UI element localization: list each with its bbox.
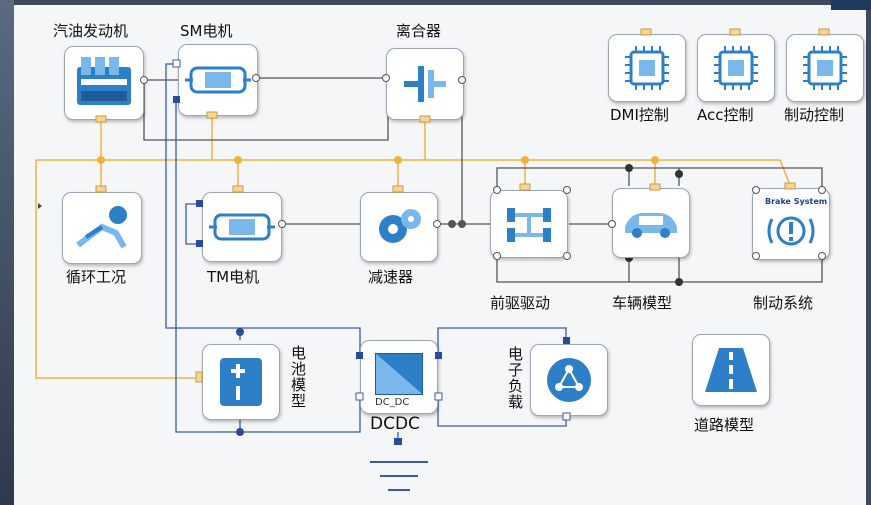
signal-brake xyxy=(779,159,791,186)
electrical-lines xyxy=(165,63,567,444)
vehicle-block[interactable] xyxy=(612,188,690,258)
battery-label: 电池模型 xyxy=(289,345,307,409)
road-icon xyxy=(705,348,757,392)
engine-label: 汽油发动机 xyxy=(53,22,129,40)
sm-motor-block[interactable] xyxy=(178,44,258,116)
junction-dots xyxy=(38,156,683,445)
elec-sm-low xyxy=(175,100,361,433)
front-drive-block[interactable] xyxy=(490,190,568,258)
network-icon xyxy=(547,358,591,402)
chip-icon xyxy=(625,46,669,90)
axle-icon xyxy=(507,208,551,242)
road-label: 道路模型 xyxy=(694,416,755,434)
car-icon xyxy=(625,213,677,238)
elec-sm xyxy=(165,63,361,352)
dmi-control-block[interactable] xyxy=(608,34,686,102)
background-left xyxy=(0,0,14,505)
dcdc-block[interactable]: DC_DC xyxy=(360,340,438,414)
brake-system-inner-text: Brake System xyxy=(765,197,828,206)
mech-bottom-loop xyxy=(496,256,823,283)
motor-icon xyxy=(185,66,251,94)
cycle-label: 循环工况 xyxy=(66,268,127,286)
driver-icon xyxy=(76,206,127,249)
elec-dcdc-load-low xyxy=(437,398,567,427)
dcdc-icon xyxy=(375,353,423,395)
brake-system-label: 制动系统 xyxy=(753,294,814,312)
reducer-label: 减速器 xyxy=(368,268,414,286)
dmi-control-label: DMI控制 xyxy=(610,106,669,124)
battery-block[interactable] xyxy=(202,344,280,420)
brake-control-block[interactable] xyxy=(786,34,864,102)
reducer-block[interactable] xyxy=(360,192,438,262)
corner-accent xyxy=(831,0,871,10)
clutch-block[interactable] xyxy=(386,48,464,120)
cycle-block[interactable] xyxy=(62,192,142,264)
chip-icon xyxy=(803,46,847,90)
acc-control-block[interactable] xyxy=(697,34,775,102)
signal-to-battery xyxy=(35,160,200,379)
dcdc-label: DCDC xyxy=(370,414,420,434)
sm-motor-label: SM电机 xyxy=(180,22,233,40)
vehicle-label: 车辆模型 xyxy=(612,294,673,312)
electronic-load-label: 电子负载 xyxy=(506,346,524,410)
mech-engine-clutch-lower xyxy=(143,80,389,141)
brake-control-label: 制动控制 xyxy=(784,106,845,124)
engine-block[interactable] xyxy=(64,46,144,120)
tm-motor-label: TM电机 xyxy=(207,268,260,286)
elec-dcdc-load xyxy=(437,327,567,352)
mech-top-loop xyxy=(496,167,823,190)
battery-icon xyxy=(220,358,262,406)
brake-warning-icon xyxy=(767,216,815,246)
motor-icon xyxy=(209,213,275,241)
dcdc-inner-text: DC_DC xyxy=(375,397,410,408)
road-block[interactable] xyxy=(692,334,770,406)
electronic-load-block[interactable] xyxy=(530,344,608,416)
clutch-icon xyxy=(404,66,446,102)
gear-icon xyxy=(379,209,421,243)
front-drive-label: 前驱驱动 xyxy=(490,294,551,312)
chip-icon xyxy=(714,46,758,90)
brake-system-block[interactable]: Brake System xyxy=(752,188,830,260)
elec-tm xyxy=(185,203,200,245)
engine-icon xyxy=(77,57,131,105)
acc-control-label: Acc控制 xyxy=(697,106,754,124)
tm-motor-block[interactable] xyxy=(202,192,282,262)
clutch-label: 离合器 xyxy=(396,22,442,40)
ground-symbol xyxy=(370,461,428,491)
